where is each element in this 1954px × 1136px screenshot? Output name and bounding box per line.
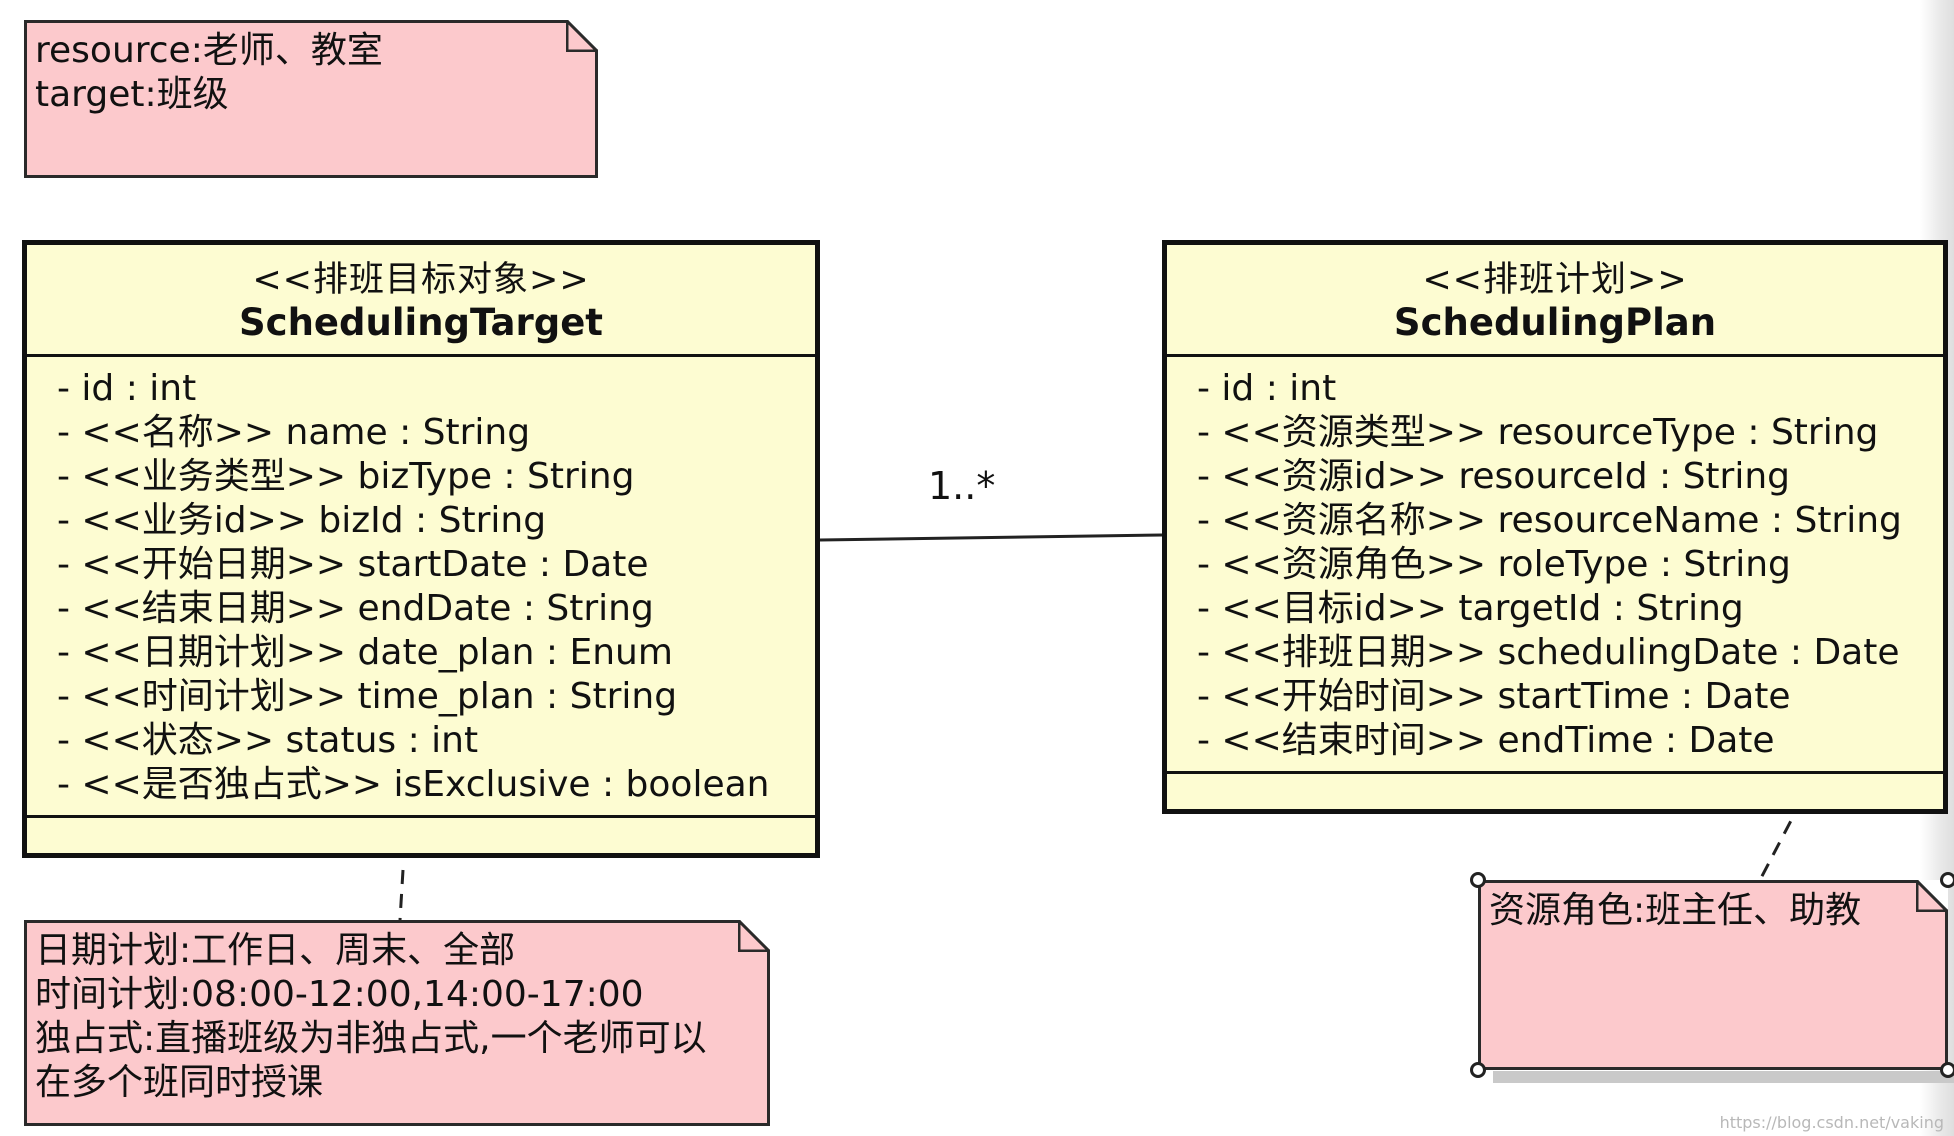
note-line: 资源角色:班主任、助教 [1489,890,1862,931]
attribute-row: - <<结束时间>> endTime : Date [1197,720,1775,761]
class-stereotype: <<排班计划>> [1422,260,1688,300]
attribute-row: - <<开始时间>> startTime : Date [1197,676,1791,717]
note-line: 独占式:直播班级为非独占式,一个老师可以 [35,1018,707,1059]
attribute-row: - <<业务类型>> bizType : String [57,456,635,497]
class-stereotype: <<排班目标对象>> [252,260,590,300]
attribute-row: - <<时间计划>> time_plan : String [57,676,678,717]
attribute-row: - <<是否独占式>> isExclusive : boolean [57,764,770,805]
attribute-row: - <<名称>> name : String [57,412,531,453]
attribute-row: - <<目标id>> targetId : String [1197,588,1744,629]
class-header: <<排班目标对象>> SchedulingTarget [27,245,815,357]
note-line: 时间计划:08:00-12:00,14:00-17:00 [35,974,644,1015]
note-line: resource:老师、教室 [35,30,383,71]
resize-handle-top-right[interactable] [1940,872,1954,888]
operation-compartment [1167,774,1943,804]
attribute-row: - <<排班日期>> schedulingDate : Date [1197,632,1900,673]
class-scheduling-target[interactable]: <<排班目标对象>> SchedulingTarget - id : int -… [22,240,820,858]
resize-handle-bottom-left[interactable] [1470,1062,1486,1078]
note-fold-icon [738,920,770,952]
attribute-row: - id : int [1197,368,1337,409]
class-scheduling-plan[interactable]: <<排班计划>> SchedulingPlan - id : int - <<资… [1162,240,1948,814]
attribute-row: - <<状态>> status : int [57,720,479,761]
attribute-row: - <<资源名称>> resourceName : String [1197,500,1902,541]
note-resource-role[interactable]: 资源角色:班主任、助教 [1470,872,1954,1083]
note-shadow [1493,1071,1954,1083]
note-anchor-bottom [398,869,405,921]
note-line: 日期计划:工作日、周末、全部 [35,930,516,971]
note-line: 在多个班同时授课 [35,1062,324,1103]
attribute-row: - <<资源id>> resourceId : String [1197,456,1791,497]
resize-handle-bottom-right[interactable] [1940,1062,1954,1078]
note-plan-details[interactable]: 日期计划:工作日、周末、全部 时间计划:08:00-12:00,14:00-17… [24,920,770,1126]
association-line [819,533,1163,542]
attribute-row: - <<资源角色>> roleType : String [1197,544,1791,585]
class-name: SchedulingPlan [1393,301,1717,344]
multiplicity-label: 1..* [928,464,996,508]
attribute-row: - <<结束日期>> endDate : String [57,588,654,629]
attribute-row: - <<开始日期>> startDate : Date [57,544,649,585]
class-name: SchedulingTarget [239,301,603,344]
class-header: <<排班计划>> SchedulingPlan [1167,245,1943,357]
note-line: target:班级 [35,74,229,115]
attribute-row: - <<日期计划>> date_plan : Enum [57,632,673,673]
watermark-text: https://blog.csdn.net/vaking [1719,1113,1944,1132]
note-fold-icon [566,20,598,52]
operation-compartment [27,818,815,848]
attribute-row: - <<业务id>> bizId : String [57,500,547,541]
attribute-row: - id : int [57,368,197,409]
note-fold-icon [1916,880,1948,912]
attribute-compartment: - id : int - <<名称>> name : String - <<业务… [27,357,815,818]
attribute-compartment: - id : int - <<资源类型>> resourceType : Str… [1167,357,1943,774]
resize-handle-top-left[interactable] [1470,872,1486,888]
attribute-row: - <<资源类型>> resourceType : String [1197,412,1879,453]
note-resource-target[interactable]: resource:老师、教室 target:班级 [24,20,598,178]
